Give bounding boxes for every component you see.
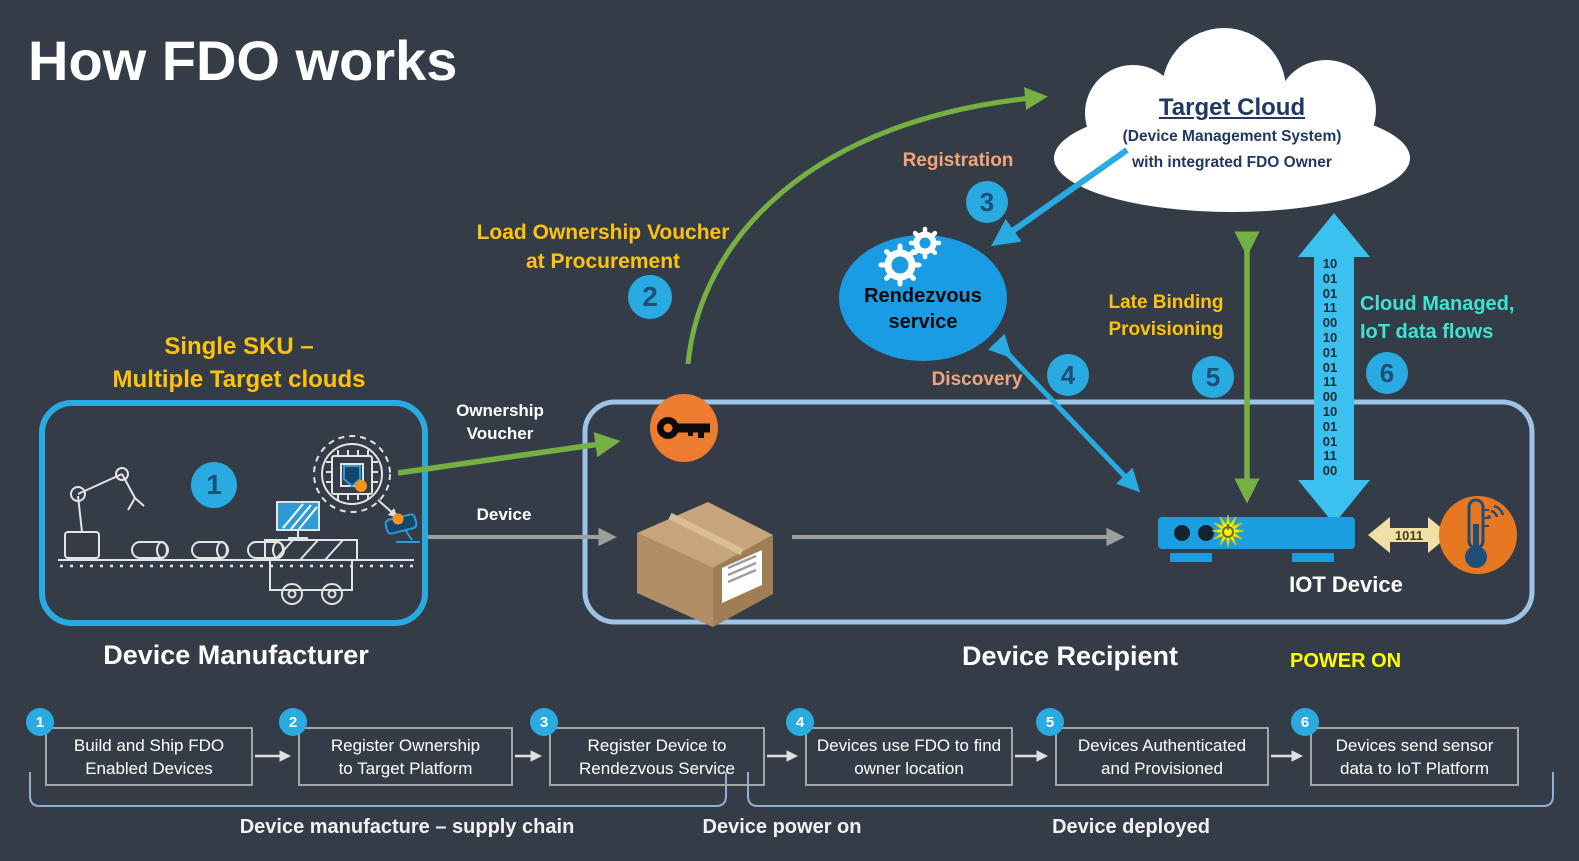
arrow-cloud-data-flow bbox=[1298, 213, 1370, 524]
rendezvous-service-shape bbox=[839, 226, 1007, 361]
arrow-discovery bbox=[987, 333, 1141, 493]
step-circle-1: 1 bbox=[191, 462, 237, 508]
step-circle-4: 4 bbox=[1047, 354, 1089, 396]
monitor-icon bbox=[276, 501, 320, 539]
step-circle-6: 6 bbox=[1366, 352, 1408, 394]
ownership-voucher-label: Ownership Voucher bbox=[456, 401, 544, 443]
process-step-2: Register Ownership to Target Platform bbox=[298, 727, 513, 786]
thermometer-sensor-icon bbox=[1439, 496, 1517, 574]
cloud-managed-label: Cloud Managed, IoT data flows bbox=[1360, 293, 1515, 343]
device-recipient-label: Device Recipient bbox=[961, 641, 1179, 671]
iot-device-icon bbox=[1158, 514, 1355, 562]
arrow-sensor-link bbox=[1368, 517, 1450, 553]
key-icon bbox=[650, 394, 718, 462]
step-badge-3: 3 bbox=[530, 708, 558, 736]
registration-label: Registration bbox=[902, 150, 1014, 171]
target-cloud-subtitle2: with integrated FDO Owner bbox=[1132, 154, 1332, 171]
target-cloud-title: Target Cloud bbox=[1158, 94, 1306, 121]
chip-zoom-icon bbox=[313, 435, 398, 518]
power-burst-icon bbox=[1211, 514, 1245, 548]
page-title: How FDO works bbox=[28, 29, 458, 92]
sensor-link-bits-label: 1011 bbox=[1394, 528, 1424, 543]
camera-device-sketch bbox=[384, 513, 420, 543]
phase-deployed: Device deployed bbox=[1052, 816, 1210, 838]
arrow-ownership-voucher bbox=[397, 432, 621, 476]
step-badge-1: 1 bbox=[26, 708, 54, 736]
phase-power-on: Device power on bbox=[702, 816, 862, 838]
step-circle-5: 5 bbox=[1192, 356, 1234, 398]
process-step-1: Build and Ship FDO Enabled Devices bbox=[45, 727, 253, 786]
cart-sketch bbox=[264, 539, 358, 605]
wifi-icon bbox=[1487, 504, 1505, 519]
package-icon bbox=[637, 502, 773, 627]
phase-brackets bbox=[29, 772, 1554, 807]
process-step-6: Devices send sensor data to IoT Platform bbox=[1310, 727, 1519, 786]
phase-supply-chain: Device manufacture – supply chain bbox=[239, 816, 575, 838]
arrow-registration bbox=[991, 147, 1129, 247]
step-badge-6: 6 bbox=[1291, 708, 1319, 736]
target-cloud-subtitle1: (Device Management System) bbox=[1122, 128, 1342, 145]
step-circle-3: 3 bbox=[966, 181, 1008, 223]
step-circle-2: 2 bbox=[628, 275, 672, 319]
gears-icon bbox=[878, 226, 942, 287]
single-sku-label: Single SKU – Multiple Target clouds bbox=[112, 333, 366, 393]
step-badge-5: 5 bbox=[1036, 708, 1064, 736]
step-badge-2: 2 bbox=[279, 708, 307, 736]
load-voucher-label: Load Ownership Voucher at Procurement bbox=[476, 221, 730, 273]
process-step-5: Devices Authenticated and Provisioned bbox=[1055, 727, 1269, 786]
rendezvous-service-label: Rendezvous service bbox=[864, 285, 982, 333]
process-step-3: Register Device to Rendezvous Service bbox=[549, 727, 765, 786]
device-label: Device bbox=[476, 505, 532, 524]
step-badge-4: 4 bbox=[786, 708, 814, 736]
process-step-4: Devices use FDO to find owner location bbox=[805, 727, 1013, 786]
iot-device-label: IOT Device bbox=[1289, 572, 1403, 597]
discovery-label: Discovery bbox=[931, 369, 1023, 390]
device-manufacturer-label: Device Manufacturer bbox=[103, 640, 369, 670]
late-binding-label: Late Binding Provisioning bbox=[1108, 292, 1224, 340]
device-manufacturer-box bbox=[39, 400, 428, 626]
target-cloud-shape bbox=[1054, 28, 1410, 212]
factory-illustration bbox=[58, 435, 420, 605]
power-on-label: POWER ON bbox=[1290, 650, 1402, 672]
arrow-load-voucher-to-cloud bbox=[685, 87, 1048, 365]
